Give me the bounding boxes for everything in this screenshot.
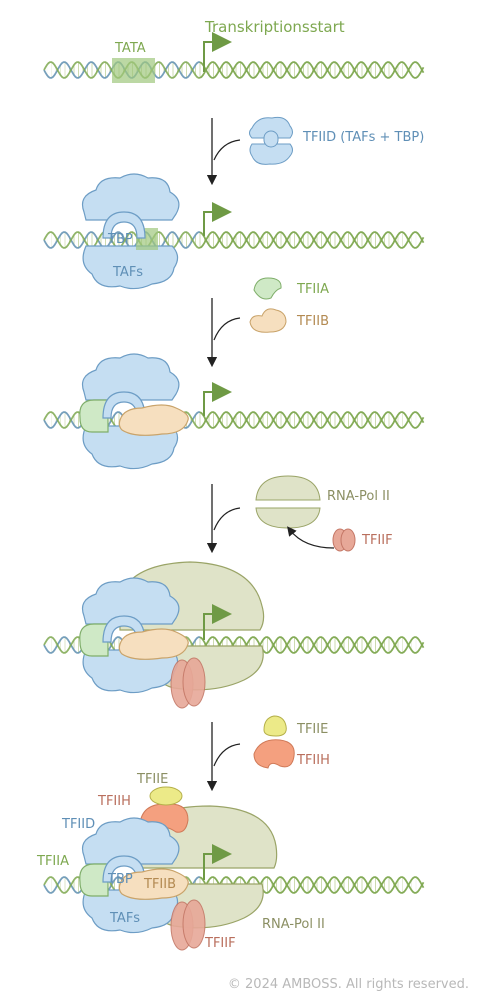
tfiid-label-2: TFIID	[61, 817, 95, 832]
stage-1-promoter: TATA Transkriptionsstart	[112, 18, 345, 83]
tfiib-bound-3	[118, 404, 189, 436]
tfiia-icon	[253, 277, 282, 300]
tfiid-bottom-lobe-3	[82, 425, 179, 470]
transcription-start-arrow-2	[203, 202, 232, 236]
stage-3-tfiia-tfiib	[79, 353, 232, 470]
dna-strand	[199, 411, 425, 429]
rnapol-icon-bottom	[255, 507, 321, 529]
recruit-arrow	[287, 526, 335, 549]
dna-strand	[199, 636, 425, 654]
step-arrow-3: RNA-Pol II TFIIF	[206, 475, 393, 554]
tfiih-label-1: TFIIH	[296, 753, 330, 768]
rnapol-label-1: RNA-Pol II	[327, 489, 390, 504]
dna-strand	[199, 876, 425, 894]
tfiid-icon	[249, 116, 293, 165]
tfiif-bound-5	[170, 899, 206, 951]
tfiie-label-1: TFIIE	[296, 722, 328, 737]
tfiie-label-2: TFIIE	[136, 772, 168, 787]
dna-helix	[43, 61, 425, 79]
tfiid-top-lobe-5	[81, 817, 180, 865]
dna-strand	[199, 61, 425, 79]
tata-label: TATA	[114, 41, 146, 56]
tfiif-bound-4	[170, 657, 206, 709]
tbp-label: TBP	[107, 232, 133, 247]
tfiia-label-1: TFIIA	[296, 282, 329, 297]
tfiid-top-lobe-4	[81, 577, 180, 625]
step-arrow-2: TFIIA TFIIB	[206, 277, 329, 368]
tfiie-icon	[263, 715, 287, 737]
tfiib-bound-4	[118, 628, 189, 660]
step-arrow-4: TFIIE TFIIH	[206, 715, 330, 792]
stage-2-tfiid-bound: TBP TAFs	[81, 173, 232, 290]
tfiid-top-lobe-3	[81, 353, 180, 401]
tbp-label-2: TBP	[107, 872, 133, 887]
rnapol-label-2: RNA-Pol II	[262, 917, 325, 932]
tbp-saddle	[102, 211, 146, 239]
tfiih-label-2: TFIIH	[97, 794, 131, 809]
tfiid-top-lobe	[81, 173, 180, 221]
stage-4-rnapol-recruited	[79, 561, 265, 709]
dna-strand	[43, 231, 200, 249]
tfiid-full-label: TFIID (TAFs + TBP)	[302, 130, 424, 145]
transcription-start-arrow-3	[203, 382, 232, 416]
tfiib-icon	[249, 308, 287, 333]
dna-helix	[43, 231, 425, 249]
tfiib-label-1: TFIIB	[296, 314, 329, 329]
tfiih-icon	[253, 739, 295, 769]
transcription-start-label: Transkriptionsstart	[204, 18, 345, 36]
dna-strand	[199, 231, 425, 249]
tfiid-bottom-lobe	[82, 245, 179, 290]
tfiif-label-2: TFIIF	[204, 936, 236, 951]
tfiif-icon	[332, 528, 356, 552]
copyright-notice: © 2024 AMBOSS. All rights reserved.	[227, 977, 469, 992]
stage-5-preinitiation-complex: TFIIE TFIIH TFIID TFIIA TBP TFIIB TAFs R…	[36, 772, 325, 951]
transcription-start-arrow-5	[203, 844, 232, 880]
dna-strand	[199, 411, 425, 429]
rnapol-icon-top	[255, 475, 321, 501]
tafs-label: TAFs	[112, 265, 143, 280]
tata-box	[112, 58, 155, 83]
tfiif-label-1: TFIIF	[361, 533, 393, 548]
tafs-label-2: TAFs	[109, 911, 140, 926]
dna-strand	[199, 231, 425, 249]
tfiib-label-2: TFIIB	[143, 877, 176, 892]
step-arrow-1: TFIID (TAFs + TBP)	[206, 116, 424, 186]
transcription-start-arrow-4	[203, 604, 232, 640]
tfiib-bound-5	[118, 868, 189, 900]
tfiia-label-2: TFIIA	[36, 854, 69, 869]
transcription-start-arrow	[203, 32, 232, 72]
dna-strand	[43, 231, 200, 249]
dna-strand	[199, 61, 425, 79]
tfiie-bound-5	[149, 786, 183, 806]
